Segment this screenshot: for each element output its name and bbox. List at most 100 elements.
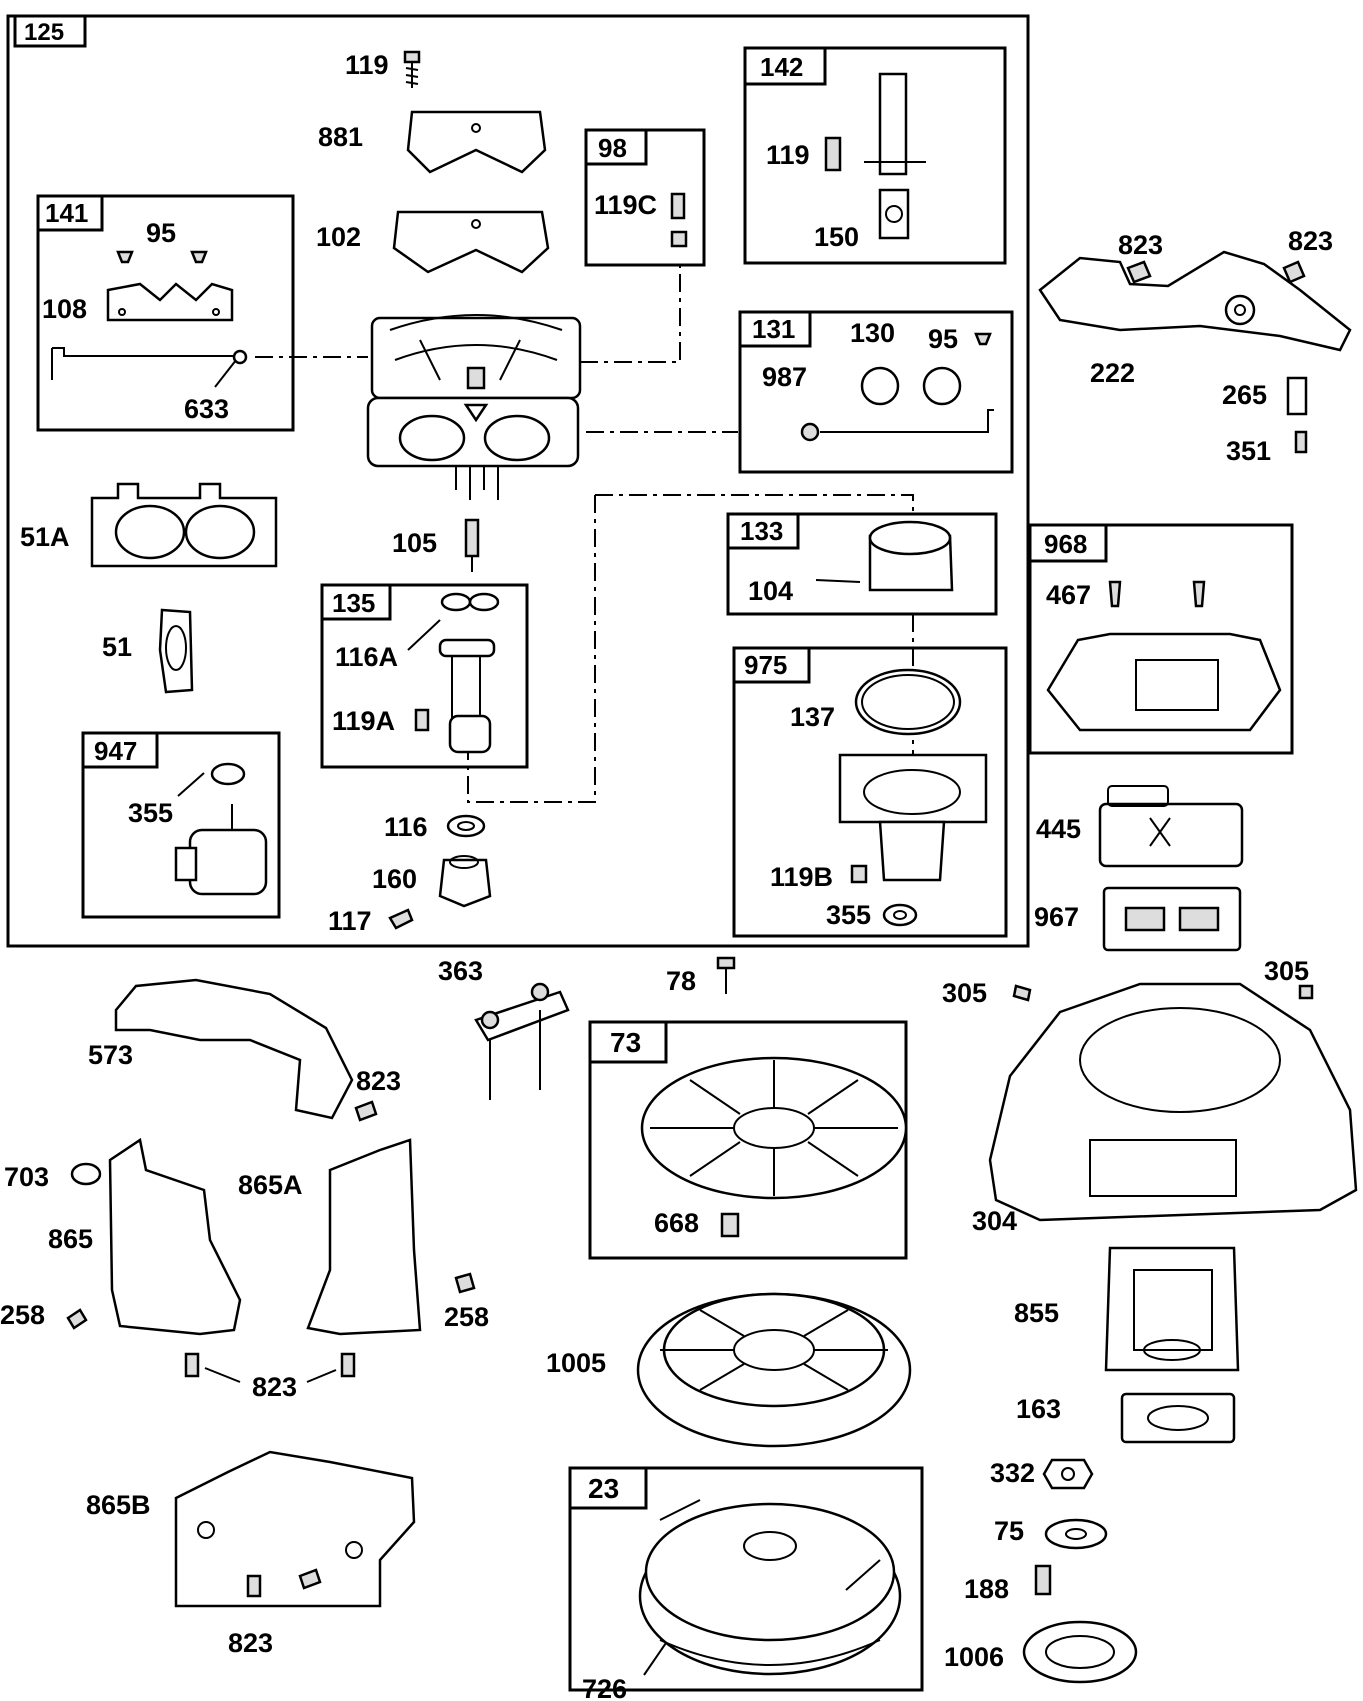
baffle-865B: [174, 1450, 416, 1608]
label-119C: 119C: [594, 190, 657, 220]
nut-332: [1042, 1458, 1094, 1490]
group-box-142: 142: [743, 46, 1007, 265]
group-box-947: 947: [81, 731, 281, 919]
throttle-shaft: [51, 347, 248, 380]
group-box-73: 73: [588, 1020, 908, 1260]
choke-plate-142: [864, 72, 926, 240]
label-51: 51: [102, 632, 132, 662]
label-160: 160: [372, 864, 417, 894]
group-label-133: 133: [740, 516, 783, 546]
label-355-947: 355: [128, 798, 173, 828]
adapter-855: [1104, 1246, 1240, 1372]
gasket-102: [392, 210, 550, 274]
screw-823-d: [184, 1352, 356, 1378]
group-label-141: 141: [45, 198, 88, 228]
group-label-98: 98: [598, 133, 627, 163]
label-573: 573: [88, 1040, 133, 1070]
label-363: 363: [438, 956, 483, 986]
label-119-142: 119: [766, 140, 810, 170]
label-865: 865: [48, 1224, 93, 1254]
group-box-135: 135: [320, 583, 529, 769]
group-label-73: 73: [610, 1027, 641, 1058]
group-box-968: 968: [1028, 523, 1294, 755]
label-116A: 116A: [335, 642, 398, 672]
clip-265: [1286, 376, 1308, 416]
label-987: 987: [762, 362, 807, 392]
label-105: 105: [392, 528, 437, 558]
rotating-screen-73: [640, 1056, 908, 1200]
group-box-133: 133: [726, 512, 998, 616]
group-label-23: 23: [588, 1473, 619, 1504]
label-355-975: 355: [826, 900, 871, 930]
screw-119C: [670, 192, 688, 248]
label-467: 467: [1046, 580, 1091, 610]
label-95-131: 95: [928, 324, 958, 354]
group-label-968: 968: [1044, 529, 1087, 559]
fan-1005: [636, 1292, 912, 1448]
group-label-131: 131: [752, 314, 795, 344]
group-label-142: 142: [760, 52, 803, 82]
label-1005: 1005: [546, 1348, 606, 1378]
gasket-881: [406, 110, 547, 174]
label-351: 351: [1226, 436, 1271, 466]
nut-160: [438, 855, 492, 908]
label-116: 116: [384, 812, 428, 842]
label-119B: 119B: [770, 862, 833, 892]
group-label-947: 947: [94, 736, 137, 766]
washer-116: [446, 814, 486, 838]
group-label-975: 975: [744, 650, 787, 680]
jet-105: [464, 518, 480, 572]
label-258-b: 258: [444, 1302, 489, 1332]
label-703: 703: [4, 1162, 49, 1192]
solenoid-947: [174, 762, 268, 896]
label-188: 188: [964, 1574, 1009, 1604]
bracket-222: [1038, 250, 1352, 352]
screw-305-a: [1012, 984, 1032, 1002]
fuel-bowl-135: [414, 592, 500, 754]
label-104: 104: [748, 576, 793, 606]
prefilter-967: [1102, 886, 1242, 952]
carburetor: [366, 314, 582, 500]
label-75: 75: [994, 1516, 1024, 1546]
label-95-141: 95: [146, 218, 176, 248]
air-filter-445: [1098, 785, 1244, 868]
group-box-125: 125: [6, 14, 1030, 948]
bracket-363: [474, 982, 570, 1100]
label-305-b: 305: [1264, 956, 1309, 986]
label-823-c: 823: [356, 1066, 401, 1096]
screw-823-a: [1126, 260, 1152, 284]
screw-95-141: [116, 250, 208, 264]
label-823-d: 823: [252, 1372, 297, 1402]
label-823-e: 823: [228, 1628, 273, 1658]
adapter-975: [838, 753, 988, 882]
label-163: 163: [1016, 1394, 1061, 1424]
clip-703: [70, 1162, 102, 1186]
screw-119B: [850, 864, 868, 884]
label-78: 78: [666, 966, 696, 996]
throttle-valves-131: [800, 332, 994, 442]
group-box-98: 98: [584, 128, 706, 267]
label-108: 108: [42, 294, 87, 324]
label-823-a: 823: [1118, 230, 1163, 260]
part-labels: 119 881 102 95 108 633 119C 119 150 130 …: [0, 50, 1333, 1701]
label-865B: 865B: [86, 1490, 151, 1520]
screw-258-b: [454, 1272, 476, 1294]
label-117: 117: [328, 906, 372, 936]
label-304: 304: [972, 1206, 1017, 1236]
label-150: 150: [814, 222, 859, 252]
group-label-125: 125: [24, 19, 64, 46]
label-130: 130: [850, 318, 895, 348]
label-102: 102: [316, 222, 361, 252]
screw-258-a: [66, 1308, 88, 1330]
screw-305-b: [1298, 984, 1314, 1000]
label-265: 265: [1222, 380, 1267, 410]
label-137: 137: [790, 702, 835, 732]
screw-117: [388, 908, 414, 930]
label-119A: 119A: [332, 706, 395, 736]
gasket-51: [158, 608, 194, 694]
group-label-135: 135: [332, 588, 375, 618]
label-881: 881: [318, 122, 363, 152]
label-633: 633: [184, 394, 229, 424]
screw-351: [1294, 430, 1308, 454]
